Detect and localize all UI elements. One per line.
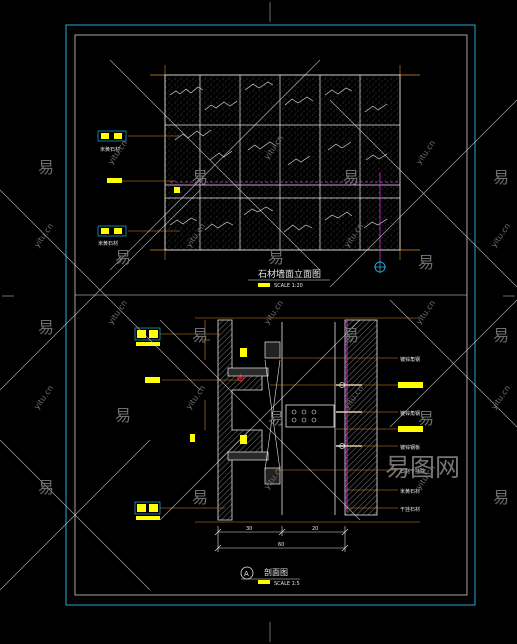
svg-text:易: 易	[38, 478, 54, 497]
section-scale-tag: SCALE 1:5	[274, 581, 300, 587]
stone-wall-elevation	[150, 65, 420, 273]
section-title-block: A	[240, 566, 300, 584]
dimension-label-3: 20	[312, 526, 318, 532]
section-cut-marker	[374, 261, 386, 273]
watermark-glyphs: 易 易 易 易 易 易 易 易 易 易 易 易 易 易 易 易 易	[38, 158, 509, 507]
section-marker-number: A	[244, 570, 249, 578]
svg-text:易: 易	[493, 168, 509, 187]
watermark-brand-logo: 易图网	[385, 453, 460, 482]
svg-text:易: 易	[343, 326, 359, 345]
dimension-label-2: 60	[278, 542, 284, 548]
svg-text:易: 易	[115, 406, 131, 425]
svg-text:易: 易	[418, 253, 434, 272]
svg-text:yitu.cn: yitu.cn	[32, 384, 55, 411]
svg-text:yitu.cn: yitu.cn	[489, 384, 512, 411]
watermark-diagonals	[0, 59, 517, 591]
svg-text:易: 易	[115, 248, 131, 267]
svg-text:yitu.cn: yitu.cn	[184, 384, 207, 411]
svg-text:易: 易	[38, 318, 54, 337]
svg-text:yitu.cn: yitu.cn	[414, 299, 437, 326]
svg-text:易: 易	[192, 488, 208, 507]
svg-text:易: 易	[343, 168, 359, 187]
svg-text:易: 易	[192, 168, 208, 187]
dimension-label-1: 30	[246, 526, 252, 532]
svg-text:yitu.cn: yitu.cn	[489, 222, 512, 249]
elevation-title: 石材墙面立面图	[258, 268, 321, 280]
section-tag-2: 镀锌角钢	[400, 410, 420, 417]
section-tag-6: 干挂石材	[400, 506, 420, 513]
elevation-tag-1: 米黄石材	[100, 146, 120, 153]
svg-text:易: 易	[493, 488, 509, 507]
section-title: 剖面图	[264, 567, 288, 577]
svg-text:yitu.cn: yitu.cn	[414, 139, 437, 166]
svg-text:yitu.cn: yitu.cn	[106, 299, 129, 326]
svg-text:易: 易	[268, 248, 284, 267]
section-tag-3: 镀锌钢板	[400, 444, 420, 451]
svg-text:易: 易	[418, 409, 434, 428]
elevation-scale-tag: SCALE 1:20	[274, 283, 303, 289]
elevation-left-annotations	[97, 130, 180, 237]
stone-veining	[169, 81, 388, 233]
section-left-annotations	[134, 327, 240, 520]
section-tag-1: 镀锌角钢	[400, 356, 420, 363]
section-tag-4: 石材干挂件	[400, 468, 425, 475]
section-tag-5: 米黄石材	[400, 488, 420, 495]
svg-text:易: 易	[493, 326, 509, 345]
svg-text:易: 易	[268, 409, 284, 428]
svg-text:易: 易	[38, 158, 54, 177]
section-dimension-lines	[214, 526, 349, 552]
svg-text:易: 易	[192, 326, 208, 345]
elevation-tag-2: 米黄石材	[98, 240, 118, 247]
outer-drawing-frame	[65, 24, 476, 606]
section-detail	[190, 317, 420, 523]
section-right-annotations	[270, 357, 423, 509]
